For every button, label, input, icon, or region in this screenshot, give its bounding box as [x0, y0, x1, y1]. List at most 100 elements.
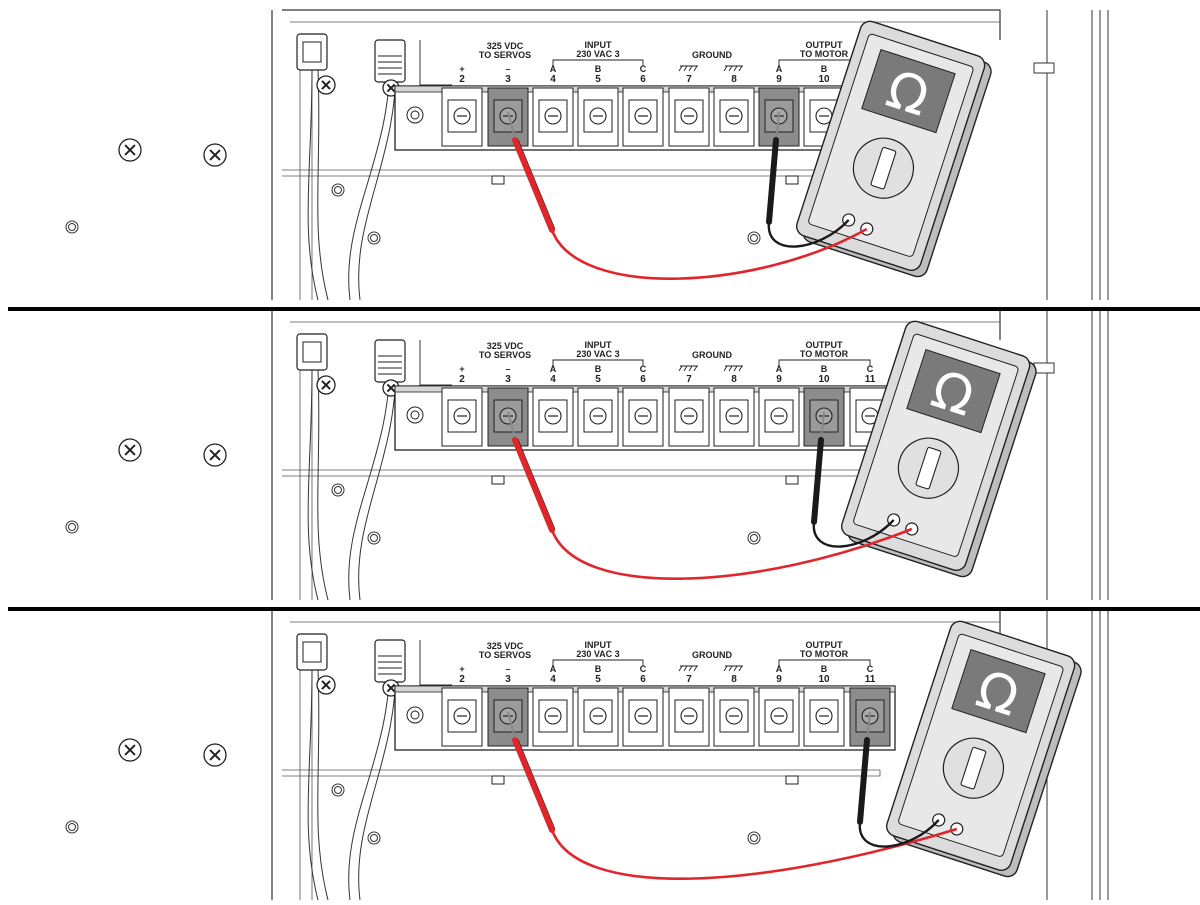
ground-lines [678, 65, 698, 72]
terminal-number-9: 9 [776, 674, 782, 685]
black-probe-icon [766, 111, 850, 248]
enclosure-top [282, 309, 1001, 340]
mount-hole [331, 783, 345, 797]
terminal-sign-2: + [459, 664, 464, 674]
terminal-sign-10: B [821, 664, 828, 674]
mount-hole [331, 183, 345, 197]
terminal-sign-11: C [867, 664, 874, 674]
terminal-10 [803, 687, 845, 747]
terminal-6 [622, 687, 664, 747]
terminal-number-2: 2 [459, 674, 465, 685]
mount-clip [491, 175, 505, 185]
terminal-window [719, 399, 749, 433]
cable-1 [307, 669, 319, 901]
input-title-label: INPUT [585, 340, 613, 350]
ground-title-label: GROUND [692, 50, 732, 60]
black-probe-tip [775, 111, 780, 143]
terminal-3 [487, 687, 529, 747]
connector-left-inner [302, 341, 322, 363]
terminal-number-6: 6 [640, 374, 646, 385]
terminal-5 [577, 687, 619, 747]
terminal-2 [441, 87, 483, 147]
ground-symbol-icon [723, 365, 743, 372]
hole-inner [68, 823, 76, 831]
hole-inner [334, 486, 342, 494]
screw-icon [203, 743, 227, 767]
terminal-9 [758, 687, 800, 747]
enclosure-right-edges [1046, 310, 1109, 600]
terminal-number-9: 9 [776, 74, 782, 85]
screw-cross [386, 83, 396, 93]
terminal-2 [441, 387, 483, 447]
terminal-number-4: 4 [550, 74, 556, 85]
mount-hole [65, 220, 79, 234]
multimeter-icon: Ω [795, 20, 992, 278]
terminal-2 [441, 687, 483, 747]
terminal-number-9: 9 [776, 374, 782, 385]
cable-1 [307, 369, 319, 601]
black-lead-wire [767, 219, 850, 248]
terminal-5 [577, 387, 619, 447]
terminal-number-5: 5 [595, 374, 601, 385]
terminal-3 [487, 87, 529, 147]
multimeter-icon: Ω [885, 620, 1082, 878]
screw-icon [203, 143, 227, 167]
cable-2 [317, 669, 329, 901]
terminal-8 [713, 387, 755, 447]
mount-hole [65, 820, 79, 834]
mount-hole [367, 531, 381, 545]
terminal-sign-3: – [505, 364, 510, 374]
input-bracket [552, 659, 644, 666]
mount-hole [747, 231, 761, 245]
terminal-10 [803, 387, 845, 447]
terminal-sign-9: A [776, 364, 783, 374]
mount-hole [367, 231, 381, 245]
terminal-number-10: 10 [818, 374, 830, 385]
terminal-sign-6: C [640, 364, 647, 374]
terminal-6 [622, 87, 664, 147]
terminal-number-4: 4 [550, 374, 556, 385]
terminal-sign-5: B [595, 664, 602, 674]
enclosure-right-edges [1046, 10, 1109, 300]
terminal-4 [532, 687, 574, 747]
terminal-sign-4: A [550, 364, 557, 374]
multimeter-display [951, 648, 1046, 734]
panel-dividers [8, 307, 1200, 611]
cable-3 [348, 659, 391, 901]
servos-voltage-label: 325 VDC [487, 341, 524, 351]
terminal-rail [282, 169, 881, 177]
ground-lines [723, 65, 743, 72]
screw-cross [209, 749, 221, 761]
servos-text-label: TO SERVOS [479, 650, 531, 660]
hole-inner [750, 534, 758, 542]
terminal-number-3: 3 [505, 374, 511, 385]
mount-clip [785, 175, 799, 185]
input-voltage-label: 230 VAC 3 [576, 349, 619, 359]
output-title-label: OUTPUT [806, 40, 844, 50]
terminal-strip [394, 685, 896, 751]
terminal-sign-3: – [505, 664, 510, 674]
terminal-strip-end-screw-inner [410, 410, 420, 420]
input-voltage-label: 230 VAC 3 [576, 49, 619, 59]
hole-inner [334, 786, 342, 794]
screw-cross [386, 683, 396, 693]
black-lead-wire [858, 819, 940, 848]
multimeter-dial-knob [870, 146, 897, 190]
terminal-sign-11: C [867, 364, 874, 374]
connector-block [296, 633, 406, 683]
terminal-sign-2: + [459, 364, 464, 374]
red-probe-icon [507, 711, 958, 880]
screw-cross [124, 144, 136, 156]
hole-inner [750, 234, 758, 242]
servos-text-label: TO SERVOS [479, 350, 531, 360]
terminal-window [583, 399, 613, 433]
connector-block [296, 333, 406, 383]
mount-hole [65, 520, 79, 534]
terminal-sign-4: A [550, 664, 557, 674]
mount-hole [331, 483, 345, 497]
